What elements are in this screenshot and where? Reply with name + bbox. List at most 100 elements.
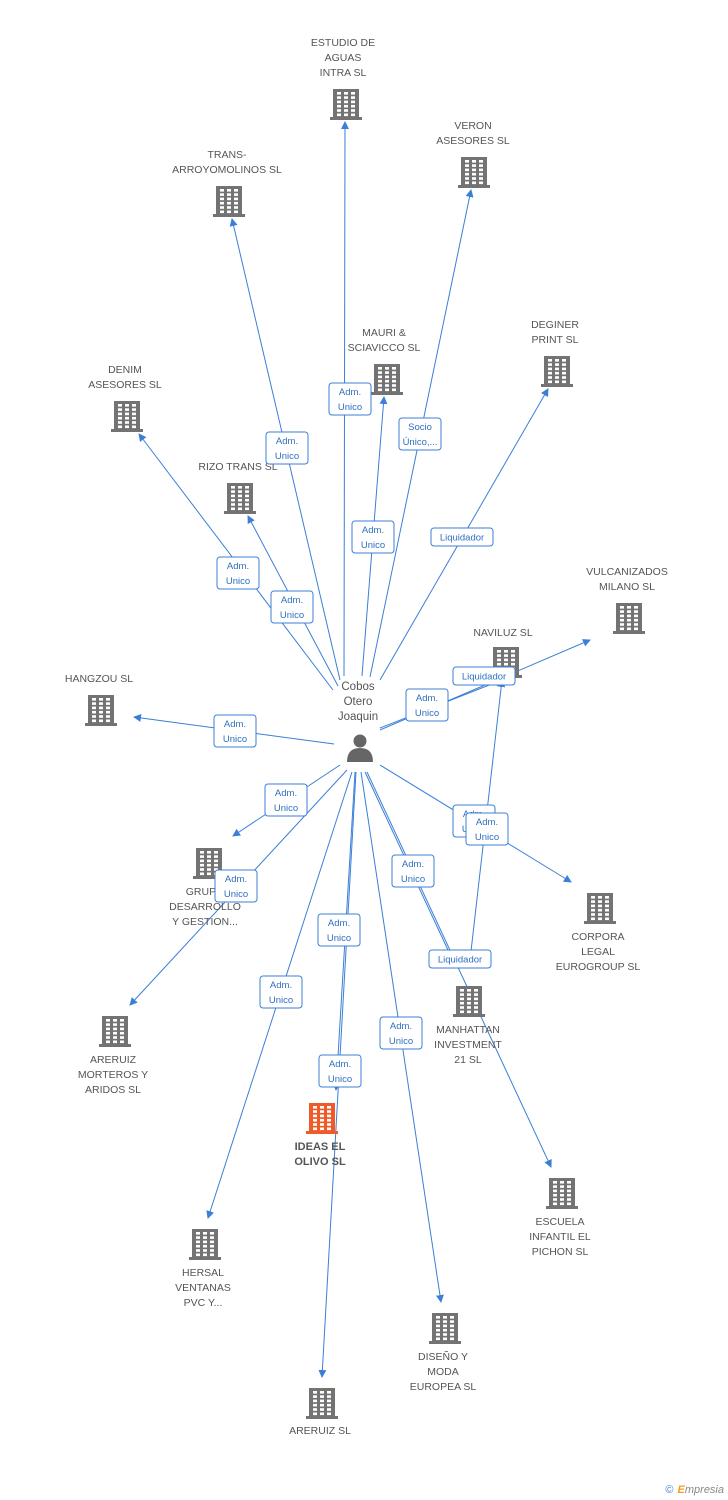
relation-label[interactable]: Adm.Unico: [213, 714, 257, 748]
brand-name: mpresia: [684, 1484, 724, 1496]
relation-label-text: Unico: [224, 889, 248, 900]
relation-label[interactable]: Adm.Unico: [214, 869, 258, 903]
building-icon[interactable]: [371, 364, 403, 395]
company-label-line: ESCUELA: [535, 1216, 584, 1228]
relation-label[interactable]: Adm.Unico: [216, 556, 260, 590]
relation-label-box: [430, 527, 494, 547]
building-icon[interactable]: [584, 893, 616, 924]
building-icon[interactable]: [453, 986, 485, 1017]
company-label-line: HANGZOU SL: [65, 673, 133, 685]
relation-label-text: Unico: [389, 1036, 413, 1047]
relation-label-text: Liquidador: [462, 672, 506, 683]
company-label-line: PICHON SL: [532, 1246, 589, 1258]
company-label-line: DESARROLLO: [169, 901, 241, 913]
relation-label[interactable]: Adm.Unico: [465, 812, 509, 846]
company-label-line: ARERUIZ: [90, 1054, 137, 1066]
relation-label[interactable]: Liquidador: [428, 949, 492, 969]
relation-label-text: Adm.: [339, 387, 361, 398]
building-icon[interactable]: [306, 1388, 338, 1419]
relation-label[interactable]: Adm.Unico: [379, 1016, 423, 1050]
building-icon[interactable]: [99, 1016, 131, 1047]
relation-label-text: Liquidador: [440, 533, 484, 544]
relation-label-box: [213, 714, 257, 748]
relation-label-text: Liquidador: [438, 955, 482, 966]
relation-label[interactable]: Liquidador: [430, 527, 494, 547]
relation-label[interactable]: Adm.Unico: [328, 382, 372, 416]
building-icon[interactable]: [213, 186, 245, 217]
building-icon[interactable]: [85, 695, 117, 726]
relation-label[interactable]: Adm.Unico: [317, 913, 361, 947]
building-icon[interactable]: [224, 483, 256, 514]
relation-label[interactable]: Adm. Unico: [265, 431, 309, 465]
relation-label-text: Adm.: [416, 693, 438, 704]
relation-label-box: [328, 382, 372, 416]
relation-label-text: Unico: [275, 451, 299, 462]
company-label-line: VERON: [454, 120, 491, 132]
relation-label[interactable]: Adm.Unico: [318, 1054, 362, 1088]
relation-label-text: Adm.: [227, 561, 249, 572]
relation-label-box: [465, 812, 509, 846]
relation-label-text: Adm.: [276, 436, 298, 447]
company-label-line: ARIDOS SL: [85, 1084, 141, 1096]
relation-label-text: Unico: [327, 933, 351, 944]
relation-label[interactable]: Adm.Unico: [259, 975, 303, 1009]
company-label-line: VENTANAS: [175, 1282, 231, 1294]
relation-label[interactable]: Adm.Unico: [264, 783, 308, 817]
company-node-areruiz[interactable]: ARERUIZ SL: [289, 1388, 351, 1437]
person-icon[interactable]: [347, 734, 373, 763]
building-icon[interactable]: [613, 603, 645, 634]
relation-label-box: [391, 854, 435, 888]
company-label-line: SCIAVICCO SL: [348, 342, 421, 354]
relation-label-text: Socio: [408, 422, 432, 433]
building-icon[interactable]: [189, 1229, 221, 1260]
company-label-line: MAURI &: [362, 327, 406, 339]
building-icon[interactable]: [330, 89, 362, 120]
relation-label-text: Adm.: [362, 525, 384, 536]
company-label-line: LEGAL: [581, 946, 615, 958]
relation-label[interactable]: Adm.Unico: [391, 854, 435, 888]
building-icon[interactable]: [458, 157, 490, 188]
company-node-hangzou[interactable]: HANGZOU SL: [65, 673, 133, 726]
building-icon[interactable]: [541, 356, 573, 387]
company-node-trans[interactable]: TRANS-ARROYOMOLINOS SL: [172, 149, 282, 217]
company-label-line: PRINT SL: [531, 334, 578, 346]
relation-label-text: Adm.: [224, 719, 246, 730]
company-node-mauri[interactable]: MAURI & SCIAVICCO SL: [348, 327, 421, 395]
relation-label[interactable]: Liquidador: [452, 666, 516, 686]
relation-label-text: Unico: [361, 540, 385, 551]
relation-label[interactable]: SocioÚnico,...: [398, 417, 442, 451]
company-node-areruiz_m[interactable]: ARERUIZ MORTEROS Y ARIDOS SL: [78, 1016, 148, 1096]
relation-label-text: Único,...: [403, 437, 438, 448]
relation-label-text: Adm.: [402, 859, 424, 870]
relation-label-text: Adm.: [281, 595, 303, 606]
relation-label-box: [317, 913, 361, 947]
relation-label-box: [398, 417, 442, 451]
relation-label[interactable]: Adm.Unico: [405, 688, 449, 722]
building-icon[interactable]: [429, 1313, 461, 1344]
company-label-line: DENIM: [108, 364, 142, 376]
relation-label[interactable]: Adm. Unico: [351, 520, 395, 554]
company-node-rizo[interactable]: RIZO TRANS SL: [198, 461, 278, 514]
company-label-line: ARERUIZ SL: [289, 1425, 351, 1437]
company-label-line: MORTEROS Y: [78, 1069, 148, 1081]
building-icon[interactable]: [546, 1178, 578, 1209]
relation-label[interactable]: Adm.Unico: [270, 590, 314, 624]
relation-label-text: Unico: [274, 803, 298, 814]
building-icon[interactable]: [111, 401, 143, 432]
company-label-line: NAVILUZ SL: [473, 627, 532, 639]
building-icon[interactable]: [306, 1103, 338, 1134]
